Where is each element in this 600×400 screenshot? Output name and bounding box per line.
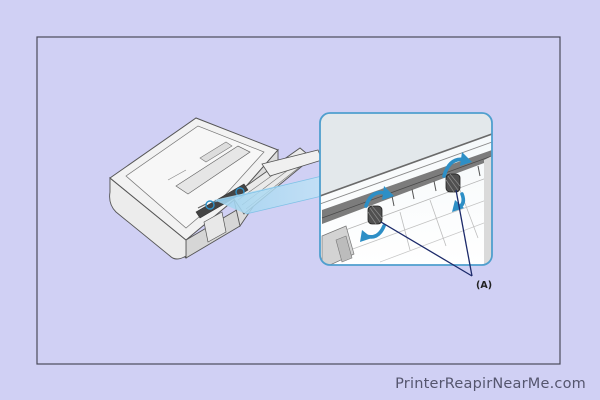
diagram-frame <box>36 36 561 365</box>
zoom-inset <box>319 112 493 266</box>
callout-lines <box>380 189 473 277</box>
right-roller <box>445 173 461 193</box>
zoom-beam <box>214 176 322 214</box>
left-rotation-arrow <box>360 186 394 242</box>
callout-label: (A) <box>476 280 492 291</box>
watermark-text: PrinterReapirNearMe.com <box>395 376 586 392</box>
left-roller <box>367 205 383 225</box>
right-rotation-arrow <box>442 152 472 212</box>
